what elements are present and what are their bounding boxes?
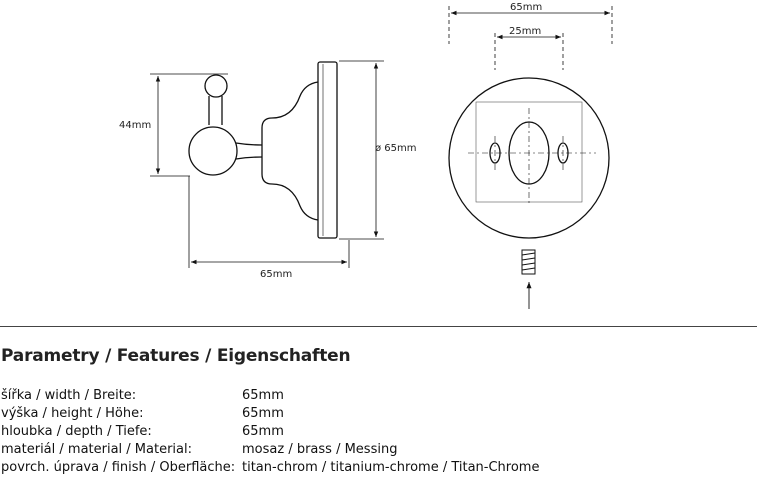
spec-label: výška / height / Höhe: bbox=[1, 406, 144, 421]
depth-dimension-label: 65mm bbox=[260, 269, 292, 280]
spec-row-finish: povrch. úprava / finish / Oberfläche: ti… bbox=[1, 459, 741, 477]
diameter-dimension-label: ø 65mm bbox=[375, 143, 417, 154]
spec-row-height: výška / height / Höhe: 65mm bbox=[1, 405, 741, 423]
spec-row-width: šířka / width / Breite: 65mm bbox=[1, 387, 741, 405]
spec-value: 65mm bbox=[242, 424, 284, 439]
front-view-dimensions bbox=[448, 6, 613, 70]
wall-plate bbox=[317, 61, 338, 239]
set-screw bbox=[521, 249, 536, 275]
hole-spacing-dimension-label: 25mm bbox=[509, 26, 541, 37]
spec-row-material: materiál / material / Material: mosaz / … bbox=[1, 441, 741, 459]
hook-top-knob bbox=[204, 74, 228, 98]
height-dimension-label: 44mm bbox=[119, 120, 151, 131]
spec-label: povrch. úprava / finish / Oberfläche: bbox=[1, 460, 236, 475]
hook-ball bbox=[188, 126, 238, 176]
front-view bbox=[448, 77, 610, 309]
spec-label: materiál / material / Material: bbox=[1, 442, 193, 457]
spec-row-depth: hloubka / depth / Tiefe: 65mm bbox=[1, 423, 741, 441]
section-divider bbox=[0, 326, 757, 327]
side-view bbox=[188, 61, 338, 239]
spec-table: šířka / width / Breite: 65mm výška / hei… bbox=[1, 387, 741, 477]
front-rosette-circle bbox=[448, 77, 610, 239]
spec-label: hloubka / depth / Tiefe: bbox=[1, 424, 152, 439]
wall-rosette bbox=[261, 81, 319, 221]
spec-value: titan-chrom / titanium-chrome / Titan-Ch… bbox=[242, 460, 540, 475]
spec-label: šířka / width / Breite: bbox=[1, 388, 137, 403]
spec-value: mosaz / brass / Messing bbox=[242, 442, 398, 457]
side-view-dimensions bbox=[150, 60, 384, 268]
technical-drawing: 44mm 65mm ø 65mm 65mm bbox=[119, 2, 613, 309]
spec-value: 65mm bbox=[242, 406, 284, 421]
spec-value: 65mm bbox=[242, 388, 284, 403]
hook-stem bbox=[208, 96, 223, 125]
spec-title: Parametry / Features / Eigenschaften bbox=[1, 346, 351, 366]
width-dimension-label: 65mm bbox=[510, 2, 542, 13]
hook-arm bbox=[235, 142, 263, 160]
